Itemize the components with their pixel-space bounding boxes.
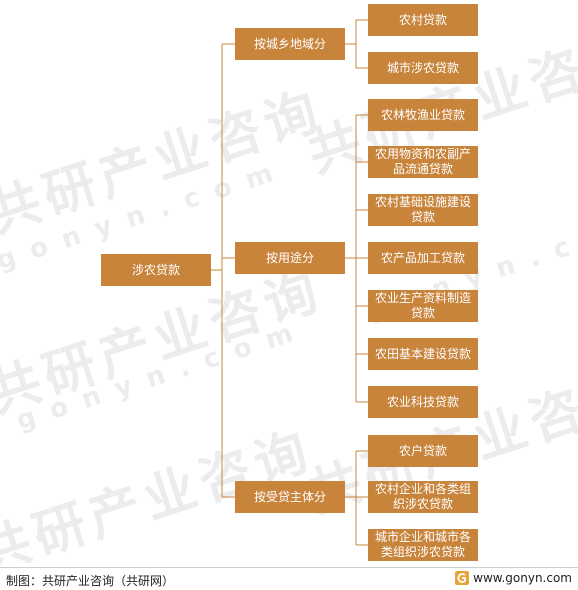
leaf-node: 城市企业和城市各类组织涉农贷款	[368, 529, 478, 561]
root-node: 涉农贷款	[101, 254, 211, 286]
leaf-node: 农林牧渔业贷款	[368, 99, 478, 131]
leaf-node: 农村企业和各类组织涉农贷款	[368, 481, 478, 513]
website-url[interactable]: www.gonyn.com	[473, 571, 572, 585]
leaf-node: 农村基础设施建设贷款	[368, 194, 478, 226]
leaf-node: 农业生产资料制造贷款	[368, 290, 478, 322]
gonyn-logo-icon	[455, 571, 470, 585]
category-node-purpose: 按用途分	[235, 242, 345, 274]
footer-source: 制图：共研产业咨询（共研网）	[6, 574, 175, 588]
leaf-node: 农产品加工贷款	[368, 242, 478, 274]
leaf-node: 农业科技贷款	[368, 386, 478, 418]
leaf-node: 农用物资和农副产品流通贷款	[368, 146, 478, 178]
leaf-node: 农田基本建设贷款	[368, 338, 478, 370]
category-node-region: 按城乡地域分	[235, 28, 345, 60]
leaf-node: 城市涉农贷款	[368, 52, 478, 84]
leaf-node: 农户贷款	[368, 435, 478, 467]
footer-divider	[0, 567, 578, 568]
leaf-node: 农村贷款	[368, 4, 478, 36]
category-node-borrower: 按受贷主体分	[235, 481, 345, 513]
footer-website: www.gonyn.com	[455, 571, 572, 585]
